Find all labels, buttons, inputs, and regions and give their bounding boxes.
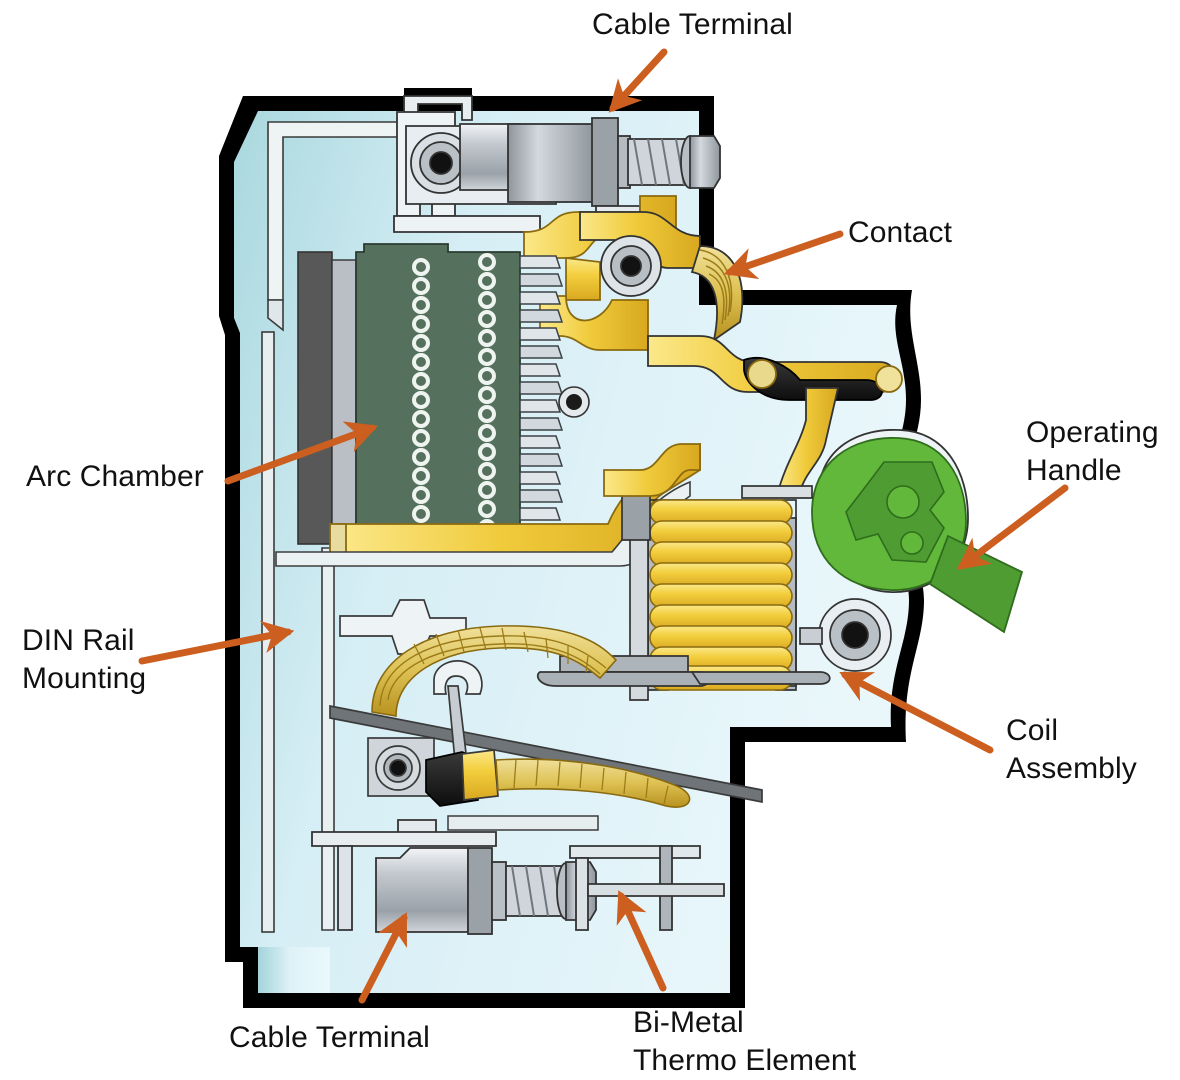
cable-terminal-top-assembly bbox=[393, 95, 721, 233]
callout-label-operating-handle: Operating Handle bbox=[1026, 416, 1159, 487]
callout-label-bi-metal-thermo-element: Bi-Metal Thermo Element bbox=[633, 1006, 857, 1077]
flexible-braid-upper bbox=[371, 625, 618, 717]
callout-arrow-contact bbox=[723, 230, 844, 280]
callout-arrow-coil-assembly bbox=[839, 671, 994, 754]
arc-chamber-vents bbox=[412, 253, 496, 542]
callout-arrow-operating-handle bbox=[956, 484, 1069, 570]
arc-chamber-assembly bbox=[297, 243, 590, 547]
coil-pivot-disc bbox=[799, 598, 892, 672]
operating-handle-assembly[interactable] bbox=[811, 429, 1024, 634]
callout-label-contact: Contact bbox=[848, 216, 953, 249]
callout-arrow-cable-terminal-top bbox=[608, 48, 668, 113]
callout-arrow-din-rail-mounting bbox=[138, 620, 295, 665]
callout-label-coil-assembly: Coil Assembly bbox=[1006, 714, 1137, 785]
callout-label-arc-chamber: Arc Chamber bbox=[26, 460, 204, 493]
callout-label-cable-terminal-top: Cable Terminal bbox=[592, 8, 793, 41]
coil-assembly bbox=[536, 475, 831, 701]
terminal-screw-bottom bbox=[505, 861, 597, 921]
conductor-to-coil bbox=[603, 443, 701, 497]
flexible-braid-lower bbox=[495, 758, 691, 808]
terminal-screw-top bbox=[627, 135, 721, 189]
contact-assembly bbox=[579, 211, 903, 493]
callout-arrows bbox=[138, 48, 1069, 1004]
callout-arrow-arc-chamber bbox=[224, 421, 379, 485]
terminal-clamp-bottom bbox=[375, 847, 469, 933]
callout-label-cable-terminal-bottom: Cable Terminal bbox=[229, 1021, 430, 1054]
arc-chamber-backing bbox=[297, 251, 333, 545]
arc-splitter-plates bbox=[519, 255, 564, 539]
callout-label-din-rail-mounting: DIN Rail Mounting bbox=[22, 624, 147, 695]
handle-lever bbox=[928, 534, 1024, 634]
moving-contact-arm bbox=[743, 357, 883, 401]
callout-arrow-cable-terminal-bottom bbox=[358, 912, 408, 1004]
callout-arrow-bi-metal-thermo-element bbox=[616, 890, 667, 992]
trip-bar-hook bbox=[433, 660, 483, 695]
